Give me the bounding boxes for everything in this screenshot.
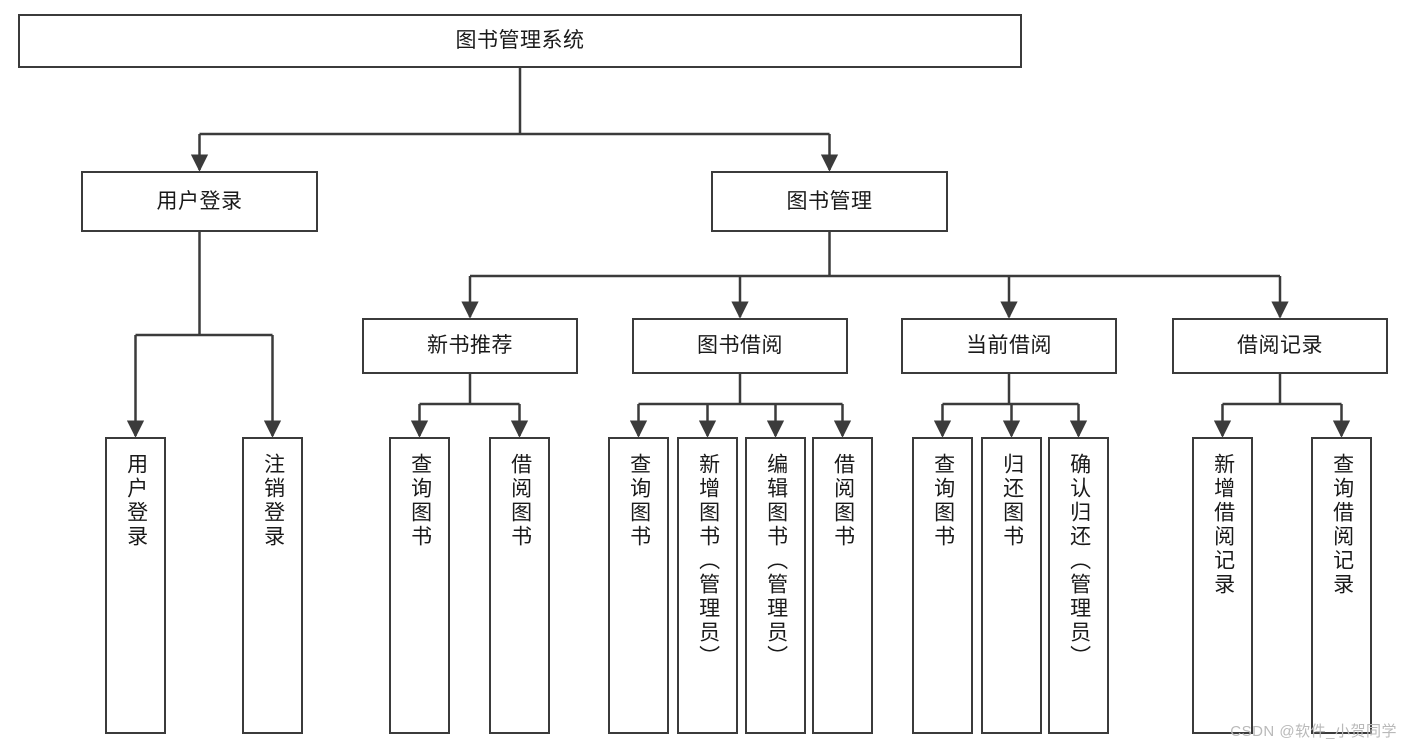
- node-label: 查询图书: [931, 453, 955, 549]
- node-label: 图书管理: [786, 189, 873, 213]
- node-leaf-bb-query-book[interactable]: 查询图书: [608, 437, 669, 734]
- node-book-manage[interactable]: 图书管理: [711, 171, 948, 232]
- csdn-watermark: CSDN @软件_小贺同学: [1230, 723, 1397, 740]
- node-label: 当前借阅: [966, 334, 1052, 358]
- node-label: 确认归还（管理员）: [1067, 453, 1091, 669]
- node-label: 新书推荐: [427, 334, 513, 358]
- node-leaf-bb-edit-book[interactable]: 编辑图书（管理员）: [745, 437, 806, 734]
- node-label: 新增借阅记录: [1211, 453, 1235, 597]
- node-leaf-user-logout[interactable]: 注销登录: [242, 437, 303, 734]
- node-leaf-rec-query-book[interactable]: 查询图书: [389, 437, 450, 734]
- node-leaf-user-login[interactable]: 用户登录: [105, 437, 166, 734]
- node-new-book-rec[interactable]: 新书推荐: [362, 318, 578, 374]
- node-user-login[interactable]: 用户登录: [81, 171, 318, 232]
- node-leaf-bb-add-book[interactable]: 新增图书（管理员）: [677, 437, 738, 734]
- node-label: 注销登录: [261, 453, 285, 549]
- node-label: 查询图书: [408, 453, 432, 549]
- node-label: 借阅图书: [831, 453, 855, 549]
- node-leaf-bb-borrow-book[interactable]: 借阅图书: [812, 437, 873, 734]
- node-leaf-br-query-record[interactable]: 查询借阅记录: [1311, 437, 1372, 734]
- node-current-borrow[interactable]: 当前借阅: [901, 318, 1117, 374]
- node-label: 新增图书（管理员）: [696, 453, 720, 669]
- node-leaf-cb-confirm-return[interactable]: 确认归还（管理员）: [1048, 437, 1109, 734]
- node-leaf-br-add-record[interactable]: 新增借阅记录: [1192, 437, 1253, 734]
- node-leaf-rec-borrow-book[interactable]: 借阅图书: [489, 437, 550, 734]
- node-label: 归还图书: [1000, 453, 1024, 549]
- node-borrow-record[interactable]: 借阅记录: [1172, 318, 1388, 374]
- node-label: 图书借阅: [697, 334, 783, 358]
- node-label: 用户登录: [124, 453, 148, 549]
- node-root[interactable]: 图书管理系统: [18, 14, 1022, 68]
- node-leaf-cb-return-book[interactable]: 归还图书: [981, 437, 1042, 734]
- node-book-borrow[interactable]: 图书借阅: [632, 318, 848, 374]
- node-label: 编辑图书（管理员）: [764, 453, 788, 669]
- node-leaf-cb-query-book[interactable]: 查询图书: [912, 437, 973, 734]
- node-label: 用户登录: [156, 189, 243, 213]
- node-label: 图书管理系统: [455, 29, 585, 53]
- node-label: 借阅记录: [1237, 334, 1323, 358]
- node-label: 查询图书: [627, 453, 651, 549]
- node-label: 查询借阅记录: [1330, 453, 1354, 597]
- node-label: 借阅图书: [508, 453, 532, 549]
